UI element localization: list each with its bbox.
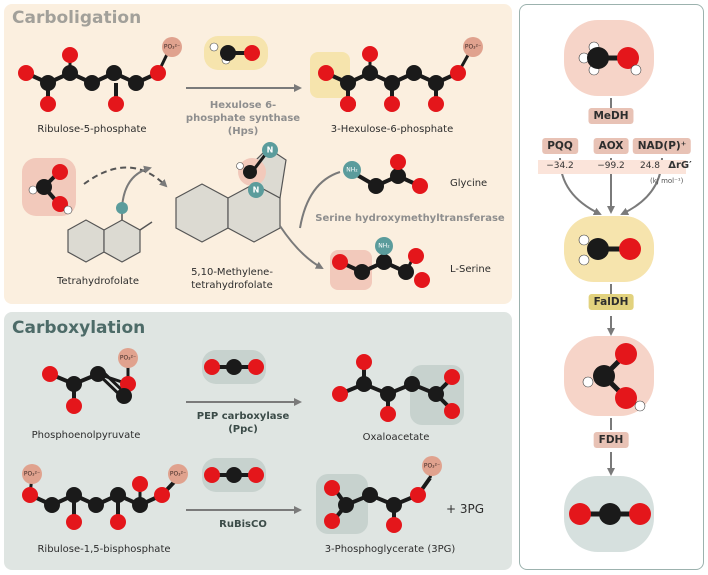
ribulose-5-phosphate-molecule xyxy=(18,37,182,112)
oxaloacetate-molecule xyxy=(332,354,464,425)
phosphoenolpyruvate-label: Phosphoenolpyruvate xyxy=(31,430,141,441)
amine-label: NH₂ xyxy=(346,166,358,174)
hexulose-6-phosphate-molecule xyxy=(310,37,483,112)
formaldehyde-halo-top xyxy=(204,36,268,70)
tetrahydrofolate-molecule xyxy=(67,165,153,263)
nadp-cofactor-tag: NAD(P)⁺ xyxy=(632,138,692,154)
phosphate-label: PO₃²⁻ xyxy=(169,470,187,478)
nadp-energy-value: 24.8 xyxy=(639,161,661,171)
formate-molecule xyxy=(564,336,654,416)
phosphate-label: PO₃²⁻ xyxy=(423,462,441,470)
faldh-enzyme-tag: FalDH xyxy=(588,294,634,310)
glycine-molecule xyxy=(343,154,428,194)
pqq-energy-value: −34.2 xyxy=(546,161,574,171)
energy-row xyxy=(538,160,686,174)
shmt-enzyme-label: Serine hydroxymethyltransferase xyxy=(315,213,505,224)
tetrahydrofolate-label: Tetrahydrofolate xyxy=(57,276,139,287)
formaldehyde-molecule xyxy=(564,216,654,282)
oxaloacetate-label: Oxaloacetate xyxy=(362,432,430,443)
aox-energy-value: −99.2 xyxy=(597,161,625,171)
methanol-molecule xyxy=(564,20,654,96)
methylene-thf-label: 5,10-Methylene-tetrahydrofolate xyxy=(191,267,273,291)
amine-label: NH₂ xyxy=(378,242,390,250)
l-serine-molecule xyxy=(330,237,430,290)
phosphate-label: PO₃²⁻ xyxy=(464,43,482,51)
aox-cofactor-tag: AOX xyxy=(593,138,629,154)
ribulose-bisphosphate-label: Ribulose-1,5-bisphosphate xyxy=(37,544,171,555)
phosphoglycerate-molecule xyxy=(316,456,442,534)
plus-3pg-label: + 3PG xyxy=(446,502,485,516)
co2-halo-ppc xyxy=(202,350,266,384)
phosphoglycerate-label: 3-Phosphoglycerate (3PG) xyxy=(324,544,456,555)
serine-arrow xyxy=(279,225,324,269)
phosphate-label: PO₃²⁻ xyxy=(119,354,137,362)
glycine-arrow xyxy=(299,171,341,229)
medh-enzyme-tag: MeDH xyxy=(588,108,634,124)
phosphoenolpyruvate-molecule xyxy=(42,348,138,414)
ribulose-bisphosphate-molecule xyxy=(22,464,188,530)
fdh-enzyme-tag: FDH xyxy=(593,432,629,448)
hexulose-6-phosphate-label: 3-Hexulose-6-phosphate xyxy=(330,124,454,135)
gibbs-energy-symbol: ΔrG′ xyxy=(668,160,692,171)
rubisco-enzyme-label: RuBisCO xyxy=(219,519,267,530)
phosphate-label: PO₃²⁻ xyxy=(163,43,181,51)
methylene-thf-molecule xyxy=(175,142,287,243)
ppc-enzyme-label: PEP carboxylase (Ppc) xyxy=(196,411,290,435)
carboligation-title: Carboligation xyxy=(12,8,142,28)
dashed-arrow xyxy=(83,166,168,188)
l-serine-label: L-Serine xyxy=(450,264,491,275)
nitrogen-label: N xyxy=(266,145,274,155)
formaldehyde-halo-left xyxy=(22,158,76,216)
energy-unit: (kJ mol⁻¹) xyxy=(650,177,684,185)
co2-halo-rubisco xyxy=(202,458,266,492)
pqq-cofactor-tag: PQQ xyxy=(542,138,578,154)
ribulose-5-phosphate-label: Ribulose-5-phosphate xyxy=(37,124,147,135)
nitrogen-label: N xyxy=(252,185,260,195)
phosphate-label: PO₃²⁻ xyxy=(23,470,41,478)
carboxylation-title: Carboxylation xyxy=(12,318,146,338)
co2-final-molecule xyxy=(564,476,654,552)
hps-enzyme-label: Hexulose 6-phosphate synthase (Hps) xyxy=(185,100,301,137)
glycine-label: Glycine xyxy=(450,178,488,189)
